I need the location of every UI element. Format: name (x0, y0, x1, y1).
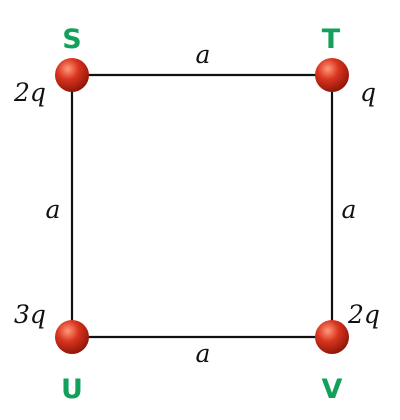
corner-label-v: V (322, 374, 343, 405)
corner-label-u: U (61, 374, 83, 405)
side-label-bottom: a (196, 339, 211, 368)
side-label-right: a (342, 195, 357, 224)
charge-sphere-v (315, 320, 349, 354)
charge-label-t: q (360, 78, 376, 107)
charge-sphere-t (315, 58, 349, 92)
charge-sphere-u (55, 320, 89, 354)
charge-label-u: 3q (14, 300, 46, 329)
charge-sphere-s (55, 58, 89, 92)
corner-label-s: S (62, 24, 81, 55)
charge-label-s: 2q (13, 78, 46, 107)
square-edges (70, 73, 334, 339)
charge-label-v: 2q (347, 300, 380, 329)
corner-label-t: T (322, 24, 341, 55)
side-label-left: a (46, 195, 61, 224)
side-label-top: a (196, 40, 211, 69)
